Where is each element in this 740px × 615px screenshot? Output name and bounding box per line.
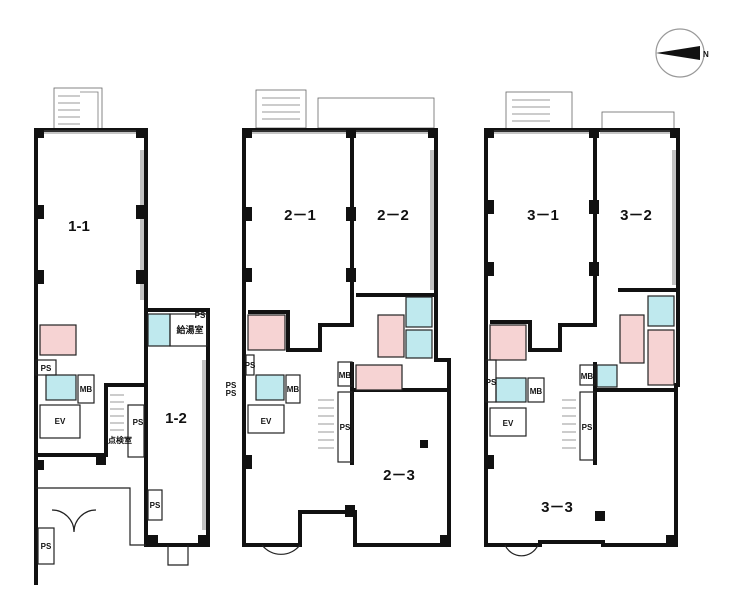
floor-2-ev-label: EV (261, 417, 272, 426)
floor-2-plan: 2－1 2－2 2－3 EV MB MB PS PS PS (226, 89, 451, 555)
floor-3-unit-3-2-label: 3－2 (620, 207, 652, 224)
floor-1-ps-label: PS (133, 418, 144, 427)
compass: N (655, 28, 709, 78)
floor-2-mb-label: MB (339, 371, 352, 380)
floor-3-exterior-stair (505, 91, 675, 131)
floor-1-unit-1-2-label: 1-2 (165, 410, 187, 427)
floor-1-ps-label: PS (41, 542, 52, 551)
floor-1-inspection-room-label: 点検室 (108, 435, 132, 445)
floor-3-kitchen-3-2 (619, 314, 645, 364)
floor-2-unit-2-1-label: 2－1 (284, 207, 316, 224)
floor-1-unit-1-1-label: 1-1 (68, 218, 90, 235)
floor-1-ev-label: EV (55, 417, 66, 426)
floor-3-mb-label: MB (581, 372, 594, 381)
floor-3-mb-label: MB (530, 387, 543, 396)
floor-2-ps-label: PS (245, 361, 256, 370)
floor-1-ps-label: PS (195, 311, 206, 320)
floor-2-toilet-2-1 (255, 374, 285, 401)
floor-1-toilet-1-2 (147, 313, 171, 347)
floor-1-mb-label: MB (80, 385, 93, 394)
floor-3-unit-3-3-label: 3－3 (541, 499, 573, 516)
compass-arrow-icon (656, 46, 700, 60)
floor-1-ps-label: PS (41, 364, 52, 373)
floor-1-ps-label: PS (226, 381, 237, 390)
floor-3-kitchen-3-3 (647, 329, 675, 386)
floor-2-kitchen-2-3 (355, 364, 403, 391)
floor-3-toilet-3-2 (647, 295, 675, 327)
floor-2-wall-2-1 (248, 130, 354, 352)
floor-2-kitchen-2-1 (247, 314, 286, 351)
floor-3-ev-label: EV (503, 419, 514, 428)
floor-3-kitchen-3-1 (489, 324, 527, 361)
floor-1-toilet (45, 374, 77, 401)
floor-1-ps-label: PS (150, 501, 161, 510)
floor-3-ps-label: PS (582, 423, 593, 432)
floor-2-unit-2-2-label: 2－2 (377, 207, 409, 224)
floor-2-ps-label: PS (226, 389, 237, 398)
floor-3-wall-3-1 (490, 130, 597, 352)
floor-2-mb-label: MB (287, 385, 300, 394)
floor-3-plan: 3－1 3－2 3－3 EV MB MB PS PS (484, 91, 680, 557)
compass-north-label: N (703, 50, 709, 59)
floor-1-wall-1-1 (34, 128, 148, 457)
floor-1-kitchen (39, 324, 77, 356)
floor-1-plan: 1-1 1-2 給湯室 点検室 PS MB EV PS PS PS PS PS (34, 87, 237, 585)
floor-2-exterior-stair (255, 89, 435, 129)
floor-2-ps-label: PS (340, 423, 351, 432)
floor-3-outer-wall (484, 128, 680, 547)
floor-3-ps-label: PS (486, 378, 497, 387)
floor-3-toilet-3-3 (596, 364, 618, 388)
floor-2-toilet-2-2 (405, 296, 433, 328)
floor-3-unit-3-1-label: 3－1 (527, 207, 559, 224)
floor-2-unit-2-3-label: 2－3 (383, 467, 415, 484)
floor-2-kitchen-2-2 (377, 314, 405, 358)
floor-2-toilet-2-2b (405, 329, 433, 359)
floor-3-toilet-3-1 (495, 377, 527, 403)
floor-2-outer-wall (242, 128, 451, 547)
floor-1-kitchenette-label: 給湯室 (176, 324, 203, 335)
floor-1-exterior-stair (53, 87, 103, 131)
